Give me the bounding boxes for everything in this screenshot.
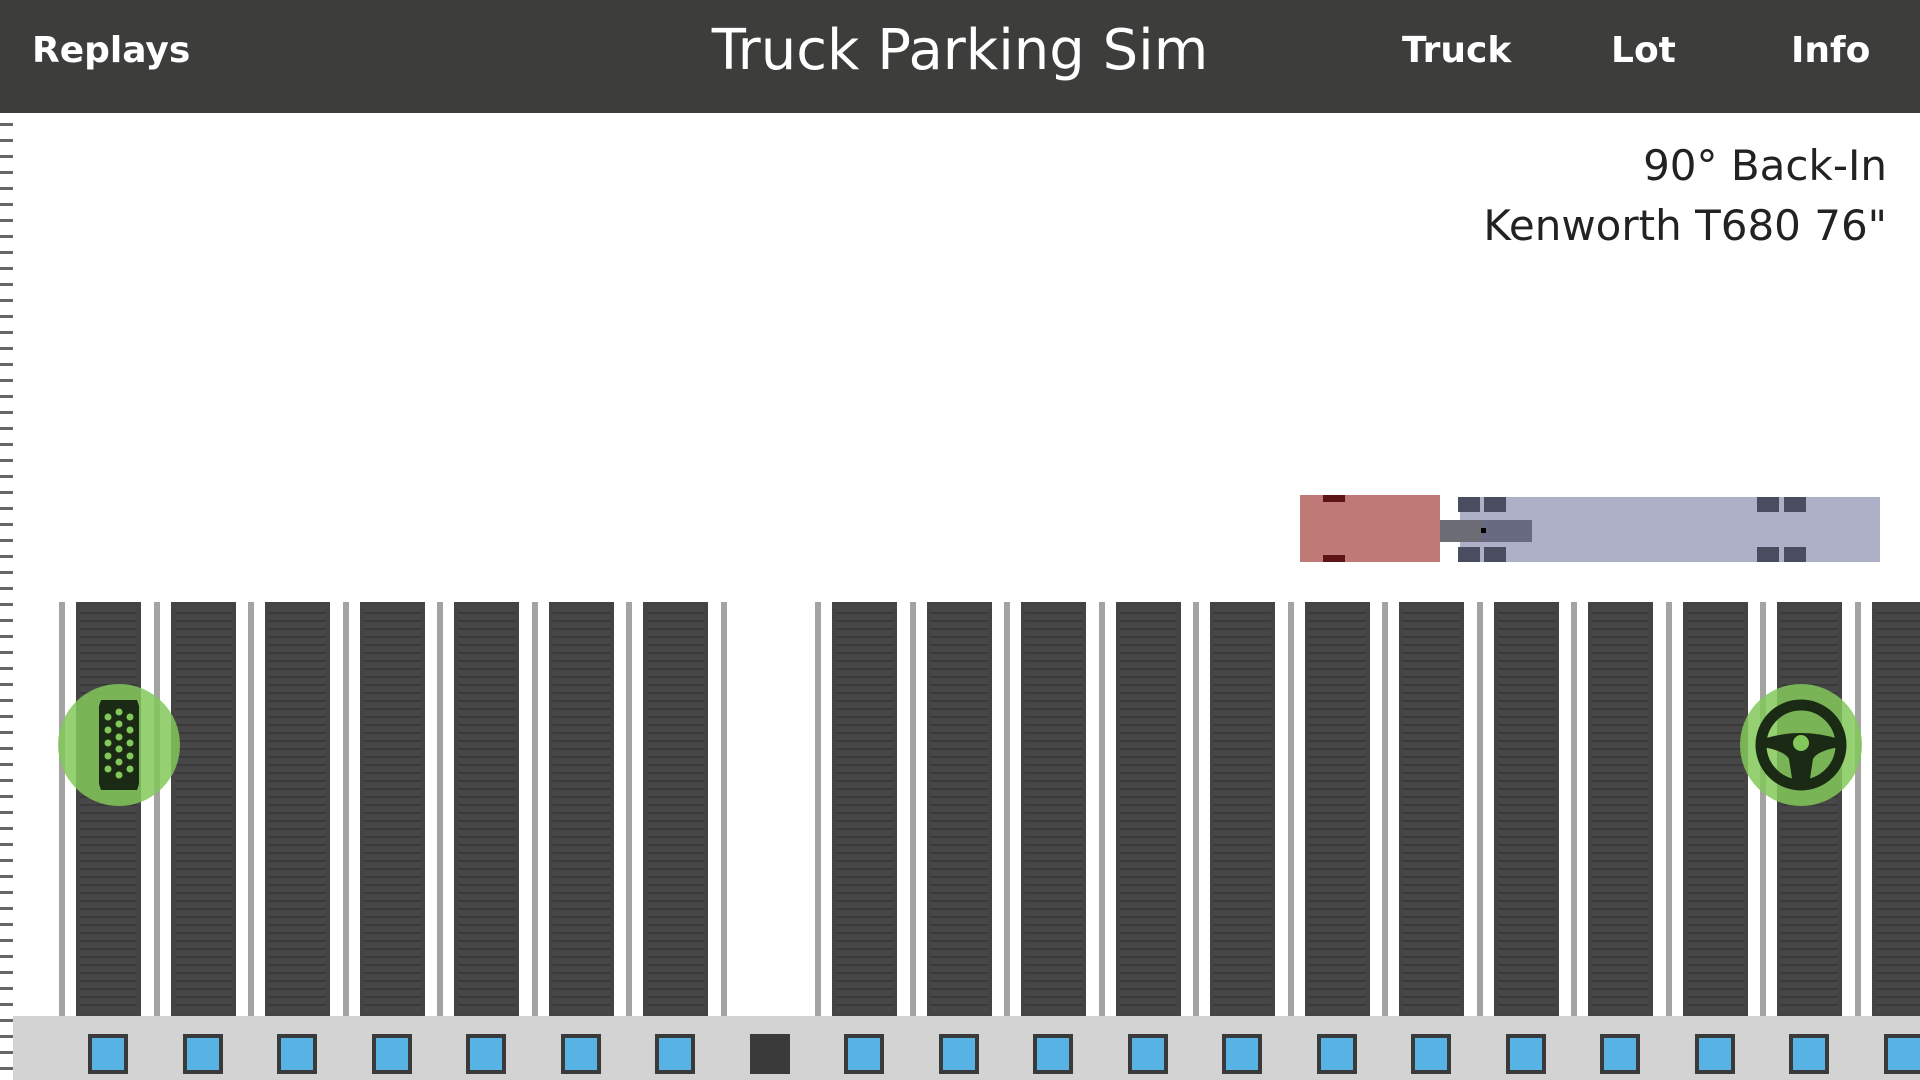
parking-line [1665,602,1672,1016]
trailer-axles [1458,497,1806,562]
parked-trailer [832,602,897,1016]
parking-line [1854,602,1861,1016]
spot-occupied-indicator [1505,1034,1546,1074]
truck-cab [1300,495,1440,562]
player-truck[interactable] [1295,490,1895,570]
parking-line [1098,602,1105,1016]
parking-line [1382,602,1388,1016]
spot-occupied-indicator [1127,1034,1168,1074]
spot-occupied-indicator [844,1034,884,1074]
spot-target-indicator [749,1034,790,1074]
spot-occupied-indicator [655,1034,695,1074]
parked-trailer [643,602,708,1016]
gas-pedal-button[interactable] [58,684,180,806]
parked-trailer [1588,602,1653,1016]
maneuver-label: 90° Back-In [1643,141,1887,190]
gas-pedal-icon [99,700,139,790]
spot-occupied-indicator [560,1034,601,1074]
parking-line [437,602,443,1016]
parked-trailer [1021,602,1086,1016]
parked-trailer [926,602,992,1016]
parking-line [248,602,254,1016]
parking-line [1476,602,1483,1016]
steering-button[interactable] [1740,684,1862,806]
parked-trailer [170,602,236,1016]
parking-line [1760,602,1766,1016]
scenario-info: 90° Back-In Kenworth T680 76" [1483,136,1887,256]
spot-occupied-indicator [277,1034,317,1074]
parking-line [153,602,160,1016]
parked-trailer [1777,602,1842,1016]
parked-trailer [548,602,614,1016]
parking-line [1193,602,1199,1016]
parking-line [720,602,727,1016]
parked-trailer [1115,602,1181,1016]
spot-occupied-indicator [1222,1034,1262,1074]
spot-occupied-indicator [1694,1034,1735,1074]
spot-occupied-indicator [182,1034,223,1074]
spot-occupied-indicator [1789,1034,1829,1074]
spot-occupied-indicator [1316,1034,1357,1074]
truck-menu-button[interactable]: Truck [1402,30,1512,71]
spot-occupied-indicator [88,1034,128,1074]
spot-occupied-indicator [1883,1034,1920,1074]
info-menu-button[interactable]: Info [1791,30,1871,71]
truck-model-label: Kenworth T680 76" [1483,201,1887,250]
header-bar: Replays Truck Parking Sim Truck Lot Info [0,0,1920,113]
parked-trailer [1210,602,1275,1016]
parking-line [531,602,538,1016]
parked-trailer [1493,602,1559,1016]
parked-trailer [1871,602,1920,1016]
parking-line [59,602,65,1016]
parked-trailer [359,602,425,1016]
parking-line [1287,602,1294,1016]
parked-trailer [265,602,330,1016]
parking-line [1571,602,1577,1016]
replays-button[interactable]: Replays [32,30,191,71]
parking-line [815,602,821,1016]
parking-line [626,602,632,1016]
parking-line [1004,602,1010,1016]
spot-occupied-indicator [1411,1034,1451,1074]
parking-line [342,602,349,1016]
spot-occupied-indicator [1600,1034,1640,1074]
parked-trailer [76,602,141,1016]
kingpin [1481,528,1486,533]
steering-wheel-icon [1755,699,1847,791]
parking-line [909,602,916,1016]
spot-occupied-indicator [466,1034,506,1074]
parked-trailer [1399,602,1464,1016]
side-ruler [0,113,13,1080]
spot-occupied-indicator [938,1034,979,1074]
lot-menu-button[interactable]: Lot [1611,30,1676,71]
parked-trailer [454,602,519,1016]
spot-occupied-indicator [1033,1034,1073,1074]
page-title: Truck Parking Sim [711,18,1209,83]
spot-occupied-indicator [371,1034,412,1074]
parked-trailer [1304,602,1370,1016]
parked-trailer [1682,602,1748,1016]
